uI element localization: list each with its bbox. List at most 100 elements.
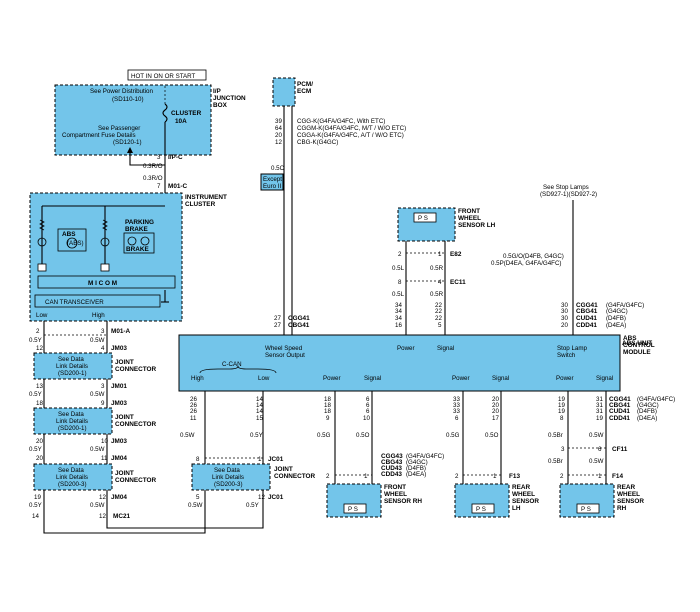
frh-ps-box <box>343 503 367 514</box>
rlh-title-4: LH <box>512 505 521 512</box>
rrh-wire-05w-2: 0.5W <box>589 458 604 465</box>
stop-conn-3: CUD41 <box>576 315 597 322</box>
joint-connector-1 <box>33 352 113 380</box>
stop-lamps-note-1: See Stop Lamps <box>543 184 589 191</box>
rrh-ps-box <box>576 503 600 514</box>
stop-pin-2: 30 <box>561 308 568 315</box>
can-wire-05w: 0.5W <box>180 432 195 439</box>
stop-lamp-switch-2: Switch <box>557 352 576 359</box>
stop-pin-4: 20 <box>561 322 568 329</box>
flh-title-3: SENSOR LH <box>458 222 496 229</box>
lamp-icon <box>37 237 47 247</box>
stop-conn-2: CBG41 <box>576 308 598 315</box>
flh-abs-pin-6: 22 <box>435 308 442 315</box>
can-wire-05y: 0.5Y <box>250 432 263 439</box>
cgg41-pin: 27 <box>274 315 281 322</box>
ipc-pin: 3 <box>157 154 161 161</box>
frh-desc-3: (D4FB) <box>406 465 426 472</box>
frh-cdd43: CDD43 <box>381 471 402 478</box>
pcm-title-1: PCM/ <box>297 81 313 88</box>
rlh-ps-label: P S <box>476 506 486 513</box>
rlh-wire-05g: 0.5G <box>446 432 460 439</box>
fuse-rating: 10A <box>175 118 187 125</box>
abs-bottom-power-2: Power <box>452 375 470 382</box>
rrh-pin-p-4: 8 <box>560 415 564 422</box>
brake-label: BRAKE <box>125 226 148 233</box>
power-dist-text: See Power Distribution <box>90 88 153 95</box>
jc01-title-2: CONNECTOR <box>274 473 315 480</box>
rrh-conn-1: CGG41 <box>609 396 631 403</box>
jc01-line-3: (SD200-3) <box>214 481 243 488</box>
wire-05w-3: 0.5W <box>90 446 105 453</box>
abs-warning-lamp <box>57 228 87 252</box>
rlh-pin-p-1: 33 <box>453 396 460 403</box>
jm04-connector: JM04 <box>111 455 127 462</box>
ipc-connector: I/P-C <box>168 154 183 161</box>
jc01-top-pin-1: 8 <box>196 456 200 463</box>
jc1-title-2: CONNECTOR <box>115 366 156 373</box>
lamp-icon <box>100 237 110 247</box>
can-pin-l-3: 26 <box>190 408 197 415</box>
cbg41-label: CBG41 <box>288 322 310 329</box>
rrh-conn-4: CDD41 <box>609 415 630 422</box>
stop-lamp-switch-1: Stop Lamp <box>557 345 587 352</box>
mc21-pin-low: 14 <box>32 513 39 520</box>
pcm-pin-row-3: 20 <box>275 132 282 139</box>
jm03-pin-low: 12 <box>36 345 43 352</box>
jc3-title-2: CONNECTOR <box>115 477 156 484</box>
wire-05y-2: 0.5Y <box>29 391 42 398</box>
jm03b-pin-high: 9 <box>101 400 105 407</box>
jc01-top-conn: JC01 <box>268 456 284 463</box>
can-pin-l-2: 26 <box>190 402 197 409</box>
abs-control-module <box>178 334 621 392</box>
f13-pin-2: 1 <box>493 473 497 480</box>
pcm-pin-row-4: 12 <box>275 139 282 146</box>
abs-bottom-power-3: Power <box>556 375 574 382</box>
jc1-title-1: JOINT <box>115 359 134 366</box>
can-pin-l-1: 26 <box>190 396 197 403</box>
jm03c-pin-low: 20 <box>36 438 43 445</box>
jc2-title-1: JOINT <box>115 414 134 421</box>
rrh-conn-2: CBG41 <box>609 402 631 409</box>
abs-lamp-label: ABS <box>62 231 76 238</box>
can-pin-r-3: 14 <box>256 408 263 415</box>
rlh-pin-p-4: 6 <box>455 415 459 422</box>
rlh-title-3: SENSOR <box>512 498 539 505</box>
rlh-ps-box <box>471 503 495 514</box>
abs-bottom-signal-3: Signal <box>596 375 613 382</box>
jc01-bot-pin-1: 5 <box>196 494 200 501</box>
sensor-ps-box <box>413 212 437 223</box>
rrh-wire-05br: 0.5Br <box>548 432 563 439</box>
micom-label: M I C O M <box>88 280 117 287</box>
power-dist-ref: (SD110-10) <box>112 96 144 103</box>
jm03-connector: JM03 <box>111 345 127 352</box>
rrh-pin-s-2: 31 <box>596 402 603 409</box>
instrument-title-1: INSTRUMENT <box>185 194 227 201</box>
pcm-desc-row-2: CGGM-K(G4FA/G4FC, M/T / W/O ETC) <box>297 125 406 132</box>
flh-abs-pin-3: 34 <box>395 315 402 322</box>
pcm-desc-row-1: CGG-K(G4FA/G4FC, With ETC) <box>297 118 385 125</box>
stop-desc-4: (D4EA) <box>606 322 626 329</box>
abs-title-1: ABS <box>623 335 637 342</box>
passenger-fuse-3: (SD120-1) <box>113 139 142 146</box>
rrh-desc-1: (G4FA/G4FC) <box>637 396 675 403</box>
frh-cgg43: CGG43 <box>381 453 403 460</box>
m01c-pin: 7 <box>157 183 161 190</box>
rrh-ps-label: P S <box>581 506 591 513</box>
abs-bottom-signal-2: Signal <box>492 375 509 382</box>
flh-05l-2: 0.5L <box>392 291 405 298</box>
jc01-wire-05w: 0.5W <box>188 502 203 509</box>
rlh-title-1: REAR <box>512 484 530 491</box>
rlh-pin-s-3: 20 <box>492 408 499 415</box>
jm03b-connector: JM03 <box>111 400 127 407</box>
mc21-connector: MC21 <box>113 513 130 520</box>
jc01-bot-pin-2: 12 <box>258 494 265 501</box>
can-transceiver-label: CAN TRANSCEIVER <box>45 299 104 306</box>
parking-label: PARKING <box>125 219 154 226</box>
e82-pin-1: 2 <box>398 251 402 258</box>
ip-junction-title-2: JUNCTION <box>213 95 246 102</box>
pcm-desc-row-4: CBG-K(G4GC) <box>297 139 338 146</box>
frh-wire-05g: 0.5G <box>317 432 331 439</box>
f14-connector: F14 <box>612 473 623 480</box>
cf11-pin-1: 3 <box>561 446 565 453</box>
